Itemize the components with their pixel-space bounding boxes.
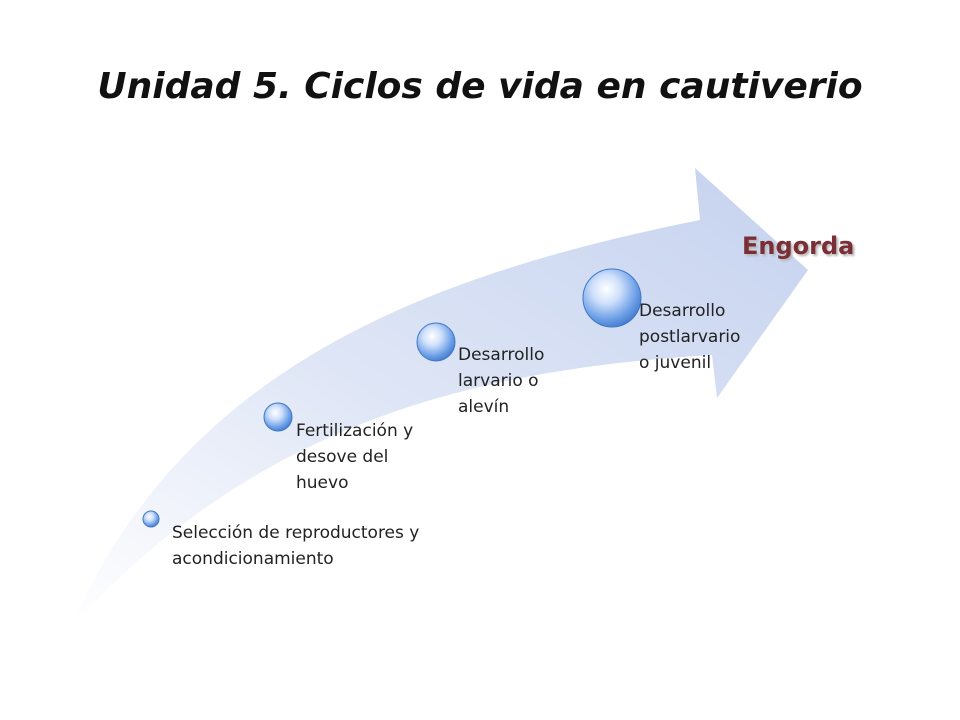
stage-label-1: Selección de reproductores y acondiciona… <box>172 523 420 569</box>
stage-bubble-1 <box>142 510 160 528</box>
final-stage-label: Engorda <box>742 232 855 260</box>
stage-label-4: Desarrollo postlarvario o juvenil <box>639 301 741 373</box>
stage-bubble-3 <box>416 322 456 362</box>
stage-bubble-2 <box>263 402 293 432</box>
stage-bubble-4 <box>582 268 642 328</box>
page-title: Unidad 5. Ciclos de vida en cautiverio <box>97 66 863 107</box>
stage-label-2: Fertilización y desove del huevo <box>296 421 414 493</box>
stage-bubbles <box>142 268 642 528</box>
stage-label-3: Desarrollo larvario o alevín <box>458 345 545 417</box>
